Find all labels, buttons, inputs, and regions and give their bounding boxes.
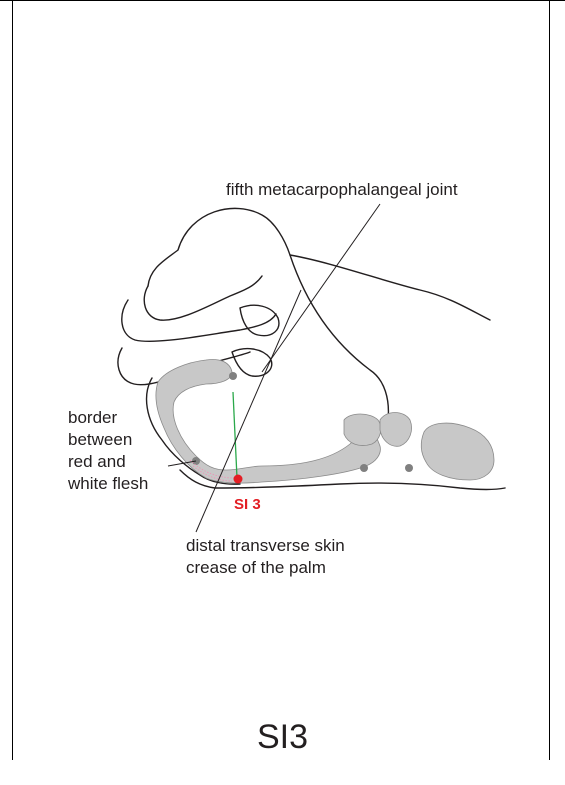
- carpal-bones: [344, 414, 381, 446]
- label-crease-line-1: distal transverse skin: [186, 536, 345, 556]
- label-border-line-1: border: [68, 408, 117, 428]
- acupoint-si3-marker: [234, 475, 243, 484]
- label-border-line-4: white flesh: [68, 474, 148, 494]
- label-crease-line-2: crease of the palm: [186, 558, 326, 578]
- joint-dot: [360, 464, 368, 472]
- figure-caption: SI3: [0, 718, 565, 757]
- joint-dot: [229, 372, 237, 380]
- wrist-bones: [421, 423, 494, 480]
- crease-guide-line: [233, 392, 237, 478]
- leader-fifth-joint: [262, 204, 380, 372]
- label-fifth-joint: fifth metacarpophalangeal joint: [226, 180, 458, 200]
- joint-dot: [405, 464, 413, 472]
- label-border-line-3: red and: [68, 452, 126, 472]
- hand-outline: [148, 208, 490, 320]
- index-finger: [144, 276, 262, 320]
- label-si3-point: SI 3: [234, 496, 261, 513]
- label-border-line-2: between: [68, 430, 132, 450]
